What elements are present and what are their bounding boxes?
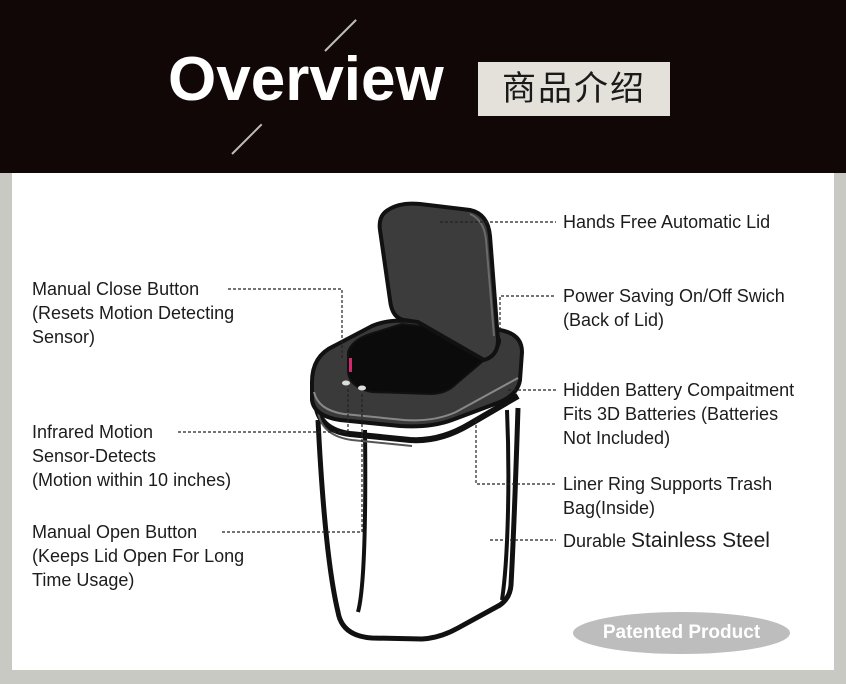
open-lid-highlight	[469, 213, 495, 337]
leader-power-saving	[499, 295, 556, 330]
label-power-saving-switch: Power Saving On/Off Swich (Back of Lid)	[563, 286, 785, 330]
label-hidden-battery: Hidden Battery Compaitment Fits 3D Batte…	[563, 380, 795, 448]
durable-prefix: Durable	[563, 531, 632, 551]
label-manual-open-button: Manual Open Button (Keeps Lid Open For L…	[32, 522, 245, 590]
patented-product-badge: Patented Product	[573, 612, 790, 654]
leader-manual-open	[222, 392, 363, 533]
label-durable-stainless-steel: Durable Stainless Steel	[563, 529, 770, 553]
leader-manual-close	[228, 288, 343, 360]
lid-base-rim	[313, 377, 519, 422]
can-right-edge	[500, 409, 511, 601]
leader-liner-ring	[475, 420, 556, 485]
can-body	[315, 407, 521, 642]
can-front-edge	[356, 429, 368, 613]
sensor-dot	[342, 380, 350, 386]
leader-infrared	[178, 388, 349, 433]
label-hands-free-lid: Hands Free Automatic Lid	[563, 212, 771, 232]
label-liner-ring: Liner Ring Supports Trash Bag(Inside)	[563, 474, 773, 518]
sensor-dot	[358, 385, 366, 391]
page-subtitle: 商品介绍	[478, 62, 670, 116]
open-lid	[377, 201, 501, 363]
label-manual-close-button: Manual Close Button (Resets Motion Detec…	[32, 279, 235, 347]
liner-ring	[313, 393, 520, 444]
label-infrared-sensor: Infrared Motion Sensor-Detects (Motion w…	[32, 422, 232, 490]
page-title: Overview	[168, 45, 444, 114]
durable-emphasis: Stainless Steel	[631, 529, 770, 552]
manual-close-indicator	[349, 358, 352, 372]
header-banner	[0, 0, 846, 173]
